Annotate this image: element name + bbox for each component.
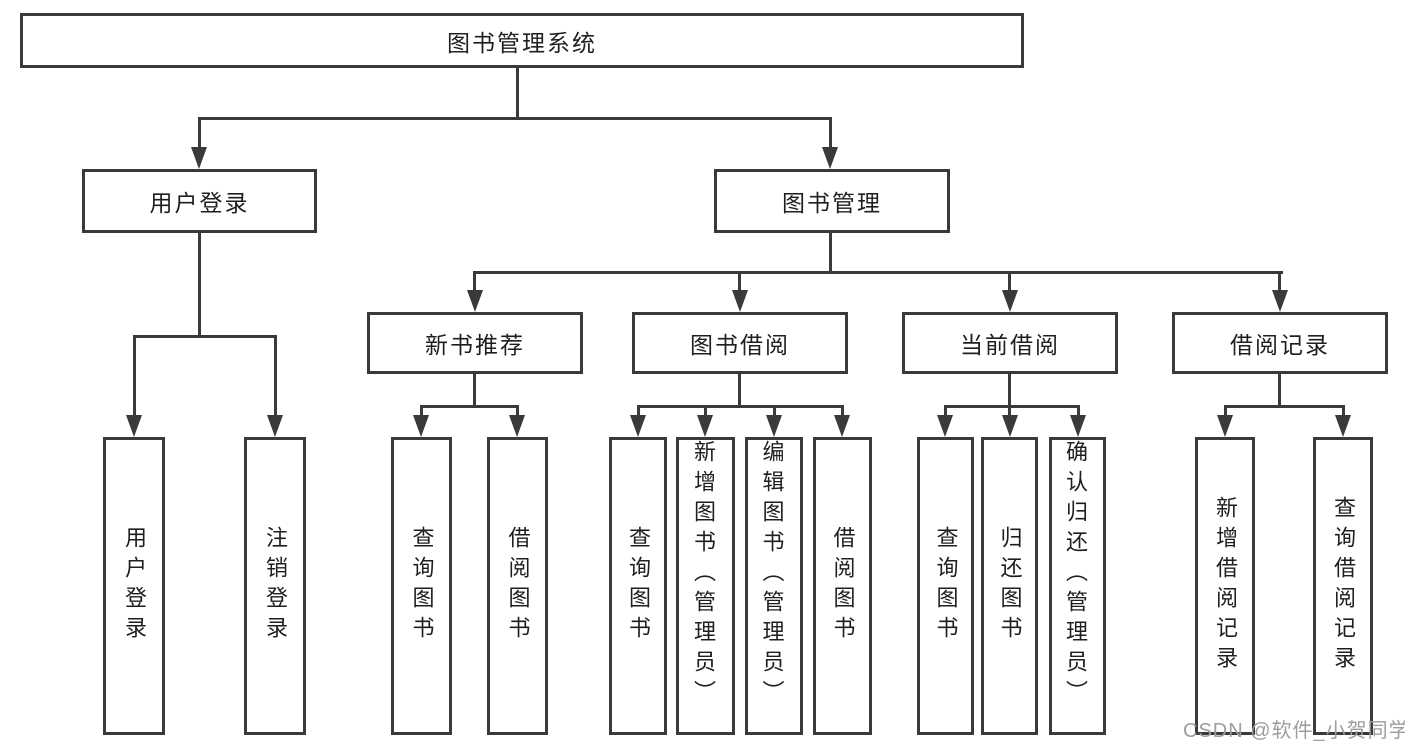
arrowhead-icon — [732, 290, 748, 312]
connector-line — [420, 405, 519, 408]
arrowhead-icon — [937, 415, 953, 437]
connector-line — [473, 271, 476, 295]
connector-line — [1342, 405, 1345, 419]
node-borrow-books-recommend: 借阅图书 — [487, 437, 548, 735]
arrowhead-icon — [630, 415, 646, 437]
connector-line — [1008, 271, 1011, 295]
node-label: 新书推荐 — [425, 332, 525, 358]
node-confirm-return-admin: 确认归还（管理员） — [1049, 437, 1106, 735]
node-label: 图书管理 — [782, 190, 882, 216]
arrowhead-icon — [1217, 415, 1233, 437]
connector-line — [637, 405, 640, 419]
arrowhead-icon — [509, 415, 525, 437]
node-edit-books-admin: 编辑图书（管理员） — [745, 437, 803, 735]
node-label: 图书借阅 — [690, 332, 790, 358]
node-label: 当前借阅 — [960, 332, 1060, 358]
arrowhead-icon — [413, 415, 429, 437]
connector-line — [133, 335, 277, 338]
node-book-borrowing: 图书借阅 — [632, 312, 848, 374]
connector-line — [1224, 405, 1345, 408]
arrowhead-icon — [126, 415, 142, 437]
node-library-management-system: 图书管理系统 — [20, 13, 1024, 68]
node-label: 借阅记录 — [1230, 332, 1330, 358]
node-add-books-admin: 新增图书（管理员） — [676, 437, 735, 735]
connector-line — [1278, 374, 1281, 408]
connector-line — [829, 233, 832, 274]
node-query-books-recommend: 查询图书 — [391, 437, 452, 735]
node-user-login-group: 用户登录 — [82, 169, 317, 233]
arrowhead-icon — [1272, 290, 1288, 312]
connector-line — [198, 117, 201, 149]
connector-line — [1278, 271, 1281, 295]
node-label: 图书管理系统 — [447, 29, 597, 56]
node-book-management: 图书管理 — [714, 169, 950, 233]
node-query-books-borrowing: 查询图书 — [609, 437, 667, 735]
arrowhead-icon — [697, 415, 713, 437]
arrowhead-icon — [1002, 290, 1018, 312]
connector-line — [420, 405, 423, 419]
connector-line — [829, 117, 832, 149]
connector-line — [274, 335, 277, 419]
arrowhead-icon — [822, 147, 838, 169]
connector-line — [773, 405, 776, 419]
arrowhead-icon — [267, 415, 283, 437]
arrowhead-icon — [1335, 415, 1351, 437]
connector-line — [1224, 405, 1227, 419]
connector-line — [1008, 374, 1011, 408]
connector-line — [944, 405, 947, 419]
connector-line — [516, 68, 519, 118]
connector-line — [198, 117, 832, 120]
connector-line — [516, 405, 519, 419]
arrowhead-icon — [1002, 415, 1018, 437]
connector-line — [704, 405, 707, 419]
arrowhead-icon — [467, 290, 483, 312]
connector-line — [133, 335, 136, 419]
connector-line — [473, 271, 1283, 274]
node-return-books: 归还图书 — [981, 437, 1038, 735]
node-add-borrow-record: 新增借阅记录 — [1195, 437, 1255, 735]
connector-line — [841, 405, 844, 419]
node-query-borrow-record: 查询借阅记录 — [1313, 437, 1373, 735]
connector-line — [738, 374, 741, 408]
node-new-book-recommend: 新书推荐 — [367, 312, 583, 374]
connector-line — [944, 405, 1080, 408]
node-current-borrowing: 当前借阅 — [902, 312, 1118, 374]
arrowhead-icon — [834, 415, 850, 437]
arrowhead-icon — [766, 415, 782, 437]
connector-line — [738, 271, 741, 295]
arrowhead-icon — [1070, 415, 1086, 437]
connector-line — [637, 405, 844, 408]
node-label: 用户登录 — [149, 190, 250, 216]
node-logout: 注销登录 — [244, 437, 306, 735]
connector-line — [198, 233, 201, 338]
arrowhead-icon — [191, 147, 207, 169]
node-borrow-records: 借阅记录 — [1172, 312, 1388, 374]
connector-line — [473, 374, 476, 408]
connector-line — [1008, 405, 1011, 419]
watermark: CSDN @软件_小贺同学 — [1183, 720, 1405, 742]
node-user-login: 用户登录 — [103, 437, 165, 735]
connector-line — [1077, 405, 1080, 419]
node-query-books-current: 查询图书 — [917, 437, 974, 735]
node-borrow-books: 借阅图书 — [813, 437, 872, 735]
